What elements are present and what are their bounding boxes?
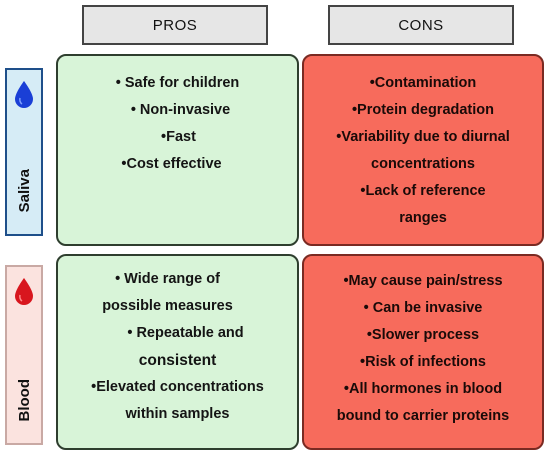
- saliva-pro-item: •Fast: [161, 129, 196, 145]
- saliva-pro-item: • Safe for children: [115, 75, 240, 91]
- saliva-pros-box: • Safe for children • Non-invasive •Fast…: [56, 54, 299, 246]
- blood-pro-item: •Elevated concentrations: [91, 379, 264, 395]
- blood-cons-box: •May cause pain/stress • Can be invasive…: [302, 254, 544, 450]
- cons-header: CONS: [328, 5, 514, 45]
- saliva-con-item: •Protein degradation: [351, 102, 495, 118]
- saliva-con-item: •Variability due to diurnal: [336, 129, 510, 145]
- saliva-con-item: concentrations: [371, 156, 475, 172]
- saliva-label-text: Saliva: [15, 168, 33, 212]
- blood-con-item: • Can be invasive: [363, 300, 483, 316]
- blood-con-item: •Slower process: [366, 327, 480, 343]
- blood-pro-item: consistent: [138, 352, 217, 369]
- saliva-row-label: Saliva: [5, 68, 43, 236]
- blood-pro-item: • Wide range of: [115, 271, 220, 287]
- pros-header: PROS: [82, 5, 268, 45]
- blood-con-item: •May cause pain/stress: [343, 273, 503, 289]
- blood-con-item: •Risk of infections: [360, 354, 486, 370]
- red-drop-icon: [15, 278, 33, 305]
- blood-pros-box: • Wide range of possible measures • Repe…: [56, 254, 299, 450]
- blood-pro-item: possible measures: [102, 298, 233, 314]
- saliva-pro-item: •Cost effective: [121, 156, 222, 172]
- pros-header-label: PROS: [152, 16, 198, 34]
- saliva-con-item: ranges: [399, 210, 447, 226]
- saliva-con-item: •Lack of reference: [360, 183, 486, 199]
- blood-row-label: Blood: [5, 265, 43, 445]
- blood-con-item: bound to carrier proteins: [336, 408, 510, 424]
- saliva-con-item: •Contamination: [369, 75, 477, 91]
- saliva-cons-box: •Contamination •Protein degradation •Var…: [302, 54, 544, 246]
- blood-pro-item: • Repeatable and: [127, 325, 244, 341]
- blood-con-item: •All hormones in blood: [343, 381, 503, 397]
- saliva-pro-item: • Non-invasive: [130, 102, 231, 118]
- blue-drop-icon: [15, 81, 33, 108]
- blood-pro-item: within samples: [125, 406, 230, 422]
- blood-label-text: Blood: [15, 378, 33, 422]
- cons-header-label: CONS: [398, 16, 444, 34]
